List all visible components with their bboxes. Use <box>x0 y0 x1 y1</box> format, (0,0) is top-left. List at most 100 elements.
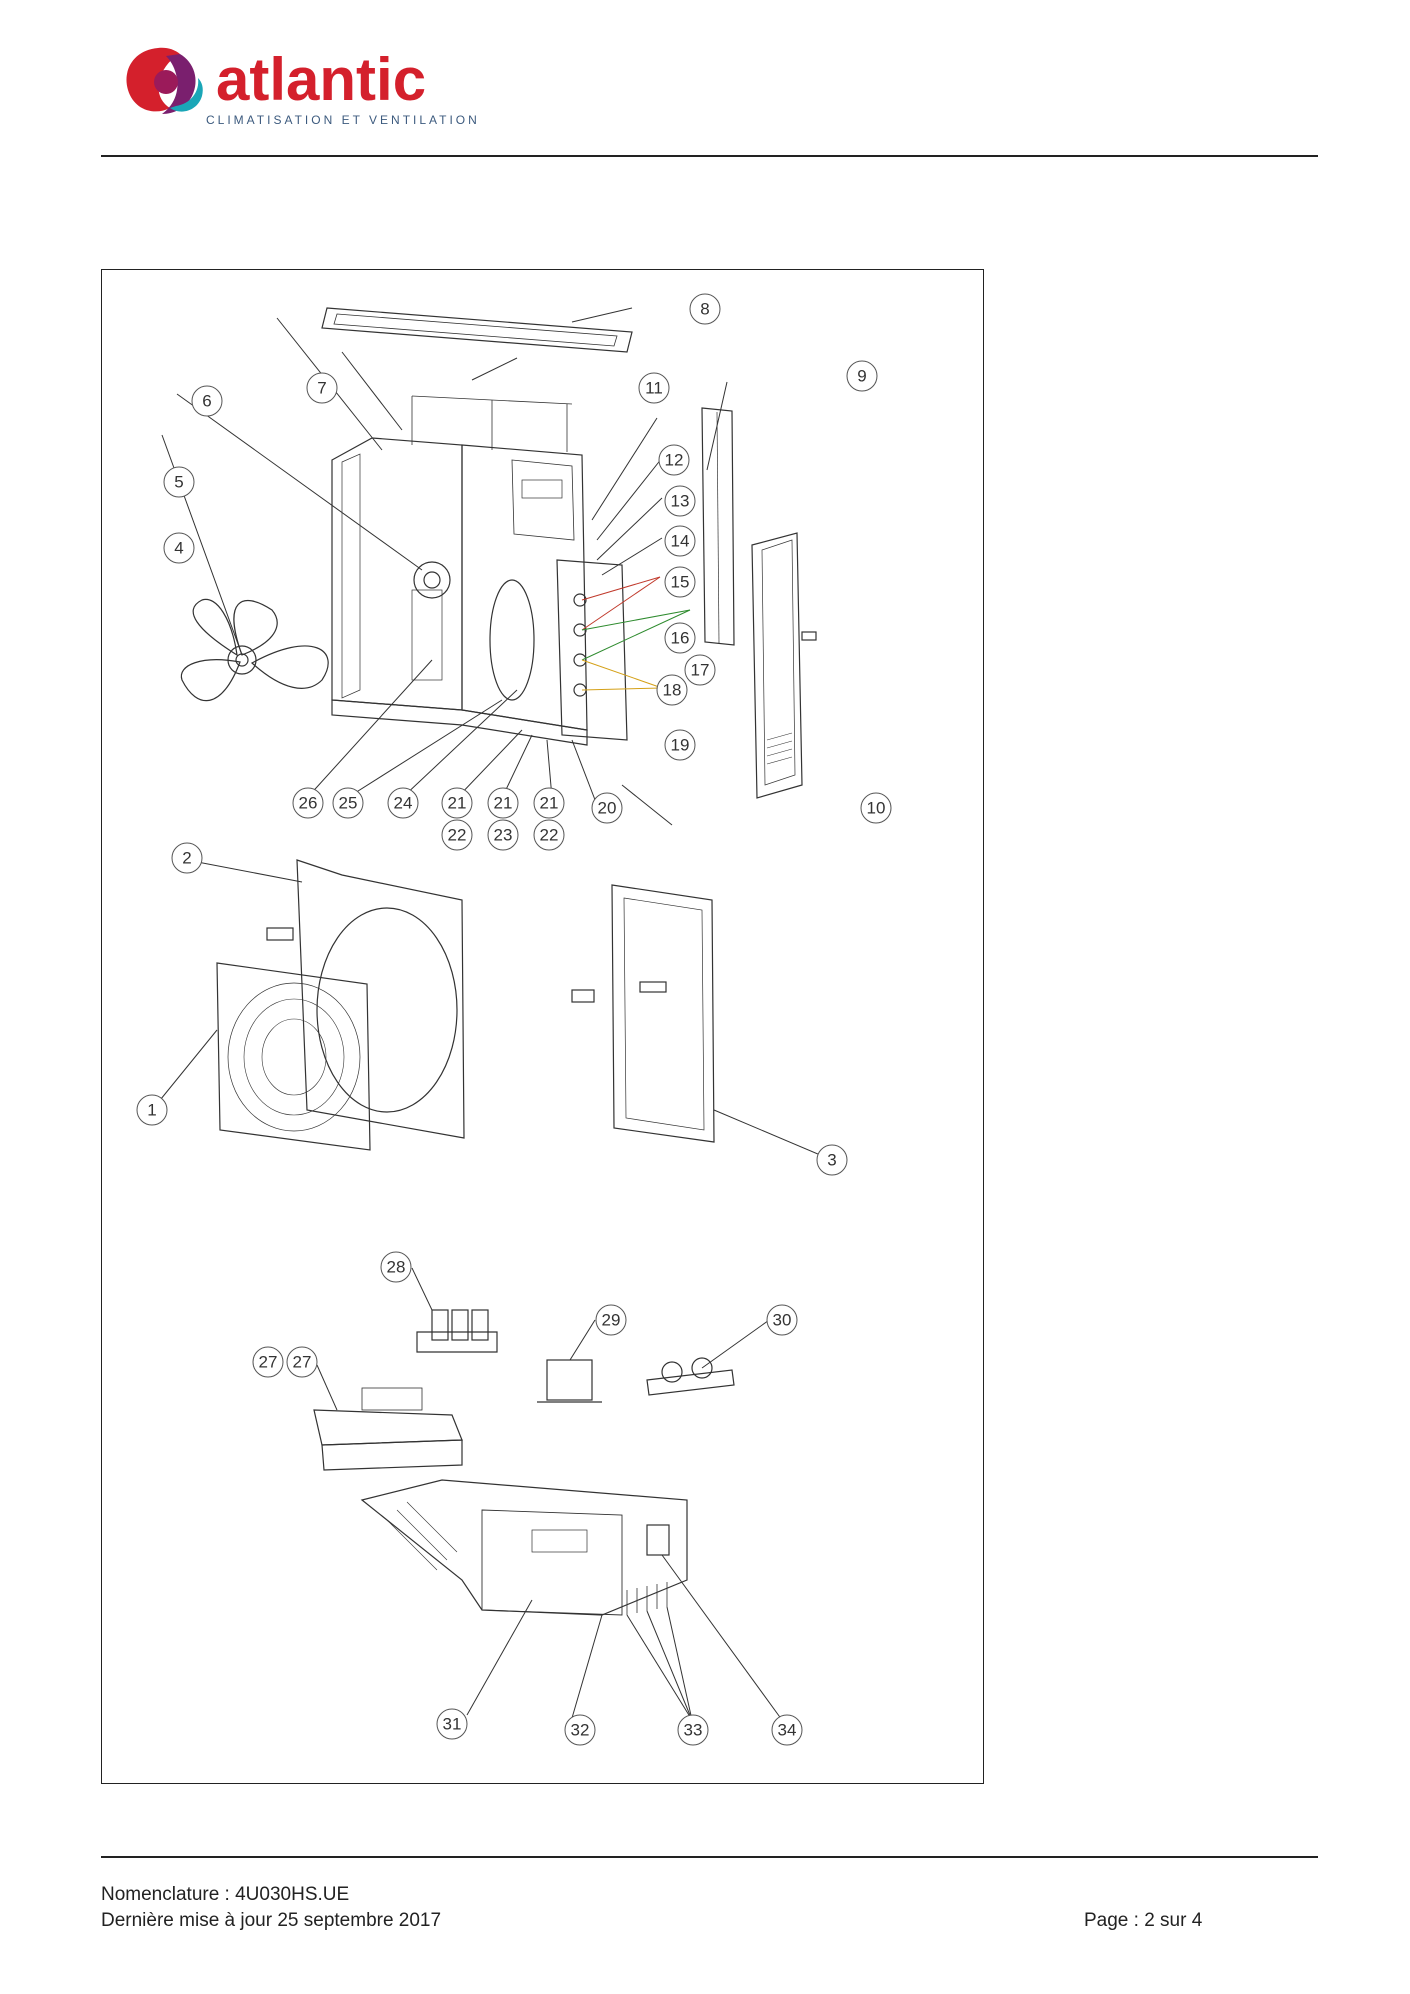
footer-page-number: Page : 2 sur 4 <box>1084 1910 1203 1931</box>
callout-22a: 22 <box>441 819 473 851</box>
callout-23: 23 <box>487 819 519 851</box>
callout-29: 29 <box>595 1304 627 1336</box>
svg-text:1: 1 <box>147 1101 156 1120</box>
callout-14: 14 <box>664 525 696 557</box>
fan-blade-part <box>180 598 329 702</box>
header-divider <box>101 155 1318 157</box>
callout-1: 1 <box>136 1094 168 1126</box>
callout-2: 2 <box>171 842 203 874</box>
svg-text:28: 28 <box>387 1258 406 1277</box>
svg-text:27: 27 <box>293 1353 312 1372</box>
svg-text:29: 29 <box>602 1311 621 1330</box>
svg-text:4: 4 <box>174 539 183 558</box>
callout-20: 20 <box>591 792 623 824</box>
leader-lines <box>151 307 833 1721</box>
svg-text:21: 21 <box>448 794 467 813</box>
footer-nomenclature: Nomenclature : 4U030HS.UE <box>101 1884 350 1905</box>
reactor-part <box>537 1359 602 1403</box>
footer-divider <box>101 1856 1318 1858</box>
svg-text:21: 21 <box>494 794 513 813</box>
svg-text:11: 11 <box>645 379 663 398</box>
exploded-view-diagram: 1 2 3 4 5 6 7 8 9 10 11 12 13 14 15 16 1… <box>136 293 892 1746</box>
callout-27a: 27 <box>252 1346 284 1378</box>
callout-3: 3 <box>816 1144 848 1176</box>
svg-text:31: 31 <box>443 1715 462 1734</box>
callout-32: 32 <box>564 1714 596 1746</box>
callout-5: 5 <box>163 466 195 498</box>
svg-text:6: 6 <box>202 392 211 411</box>
right-panel-part <box>571 884 715 1143</box>
brand-wordmark: atlantic <box>216 46 426 113</box>
callout-28: 28 <box>380 1251 412 1283</box>
callout-12: 12 <box>658 444 690 476</box>
callout-21a: 21 <box>441 787 473 819</box>
electrical-box-part <box>360 1479 688 1616</box>
capacitor-board-part <box>416 1309 498 1353</box>
callout-21c: 21 <box>533 787 565 819</box>
svg-text:17: 17 <box>691 661 710 680</box>
callout-21b: 21 <box>487 787 519 819</box>
svg-text:9: 9 <box>857 367 866 386</box>
callout-10: 10 <box>860 792 892 824</box>
callout-27b: 27 <box>286 1346 318 1378</box>
svg-text:26: 26 <box>299 794 318 813</box>
callout-19: 19 <box>664 729 696 761</box>
svg-text:12: 12 <box>665 451 684 470</box>
brand-tagline: CLIMATISATION ET VENTILATION <box>206 113 480 127</box>
svg-text:22: 22 <box>448 826 467 845</box>
svg-text:10: 10 <box>867 799 886 818</box>
exploded-view-frame: 1 2 3 4 5 6 7 8 9 10 11 12 13 14 15 16 1… <box>101 269 984 1784</box>
callout-11: 11 <box>638 372 670 404</box>
svg-text:16: 16 <box>671 629 690 648</box>
svg-text:5: 5 <box>174 473 183 492</box>
top-cover-part <box>321 307 633 353</box>
callout-17: 17 <box>684 654 716 686</box>
svg-text:27: 27 <box>259 1353 278 1372</box>
rear-grille-part <box>411 395 573 452</box>
callout-8: 8 <box>689 293 721 325</box>
callout-33: 33 <box>677 1714 709 1746</box>
callout-6: 6 <box>191 385 223 417</box>
callout-13: 13 <box>664 485 696 517</box>
svg-text:14: 14 <box>671 532 690 551</box>
callout-34: 34 <box>771 1714 803 1746</box>
footer-last-updated: Dernière mise à jour 25 septembre 2017 <box>101 1910 442 1931</box>
svg-text:19: 19 <box>671 736 690 755</box>
svg-text:7: 7 <box>317 379 326 398</box>
callouts: 1 2 3 4 5 6 7 8 9 10 11 12 13 14 15 16 1… <box>136 293 892 1746</box>
svg-text:25: 25 <box>339 794 358 813</box>
svg-text:34: 34 <box>778 1721 797 1740</box>
svg-text:18: 18 <box>663 681 682 700</box>
svg-text:22: 22 <box>540 826 559 845</box>
svg-text:32: 32 <box>571 1721 590 1740</box>
callout-16: 16 <box>664 622 696 654</box>
svg-text:30: 30 <box>773 1311 792 1330</box>
filter-board-part <box>646 1357 735 1396</box>
service-panel-part <box>751 532 817 799</box>
svg-text:20: 20 <box>598 799 617 818</box>
callout-24: 24 <box>387 787 419 819</box>
callout-25: 25 <box>332 787 364 819</box>
side-panel-part <box>701 407 735 646</box>
callout-18: 18 <box>656 674 688 706</box>
callout-30: 30 <box>766 1304 798 1336</box>
svg-text:3: 3 <box>827 1151 836 1170</box>
callout-9: 9 <box>846 360 878 392</box>
callout-22b: 22 <box>533 819 565 851</box>
svg-text:21: 21 <box>540 794 559 813</box>
callout-26: 26 <box>292 787 324 819</box>
atlantic-logo: atlantic CLIMATISATION ET VENTILATION <box>126 46 480 127</box>
svg-text:23: 23 <box>494 826 513 845</box>
svg-text:24: 24 <box>394 794 413 813</box>
front-frame-part <box>266 859 465 1139</box>
svg-text:8: 8 <box>700 300 709 319</box>
svg-text:13: 13 <box>671 492 690 511</box>
inverter-board-part <box>313 1387 463 1471</box>
callout-4: 4 <box>163 532 195 564</box>
main-chassis-part <box>331 437 628 746</box>
swirl-logo-mark <box>126 47 203 114</box>
front-grille-part <box>216 962 371 1151</box>
svg-text:33: 33 <box>684 1721 703 1740</box>
callout-7: 7 <box>306 372 338 404</box>
callout-15: 15 <box>664 566 696 598</box>
